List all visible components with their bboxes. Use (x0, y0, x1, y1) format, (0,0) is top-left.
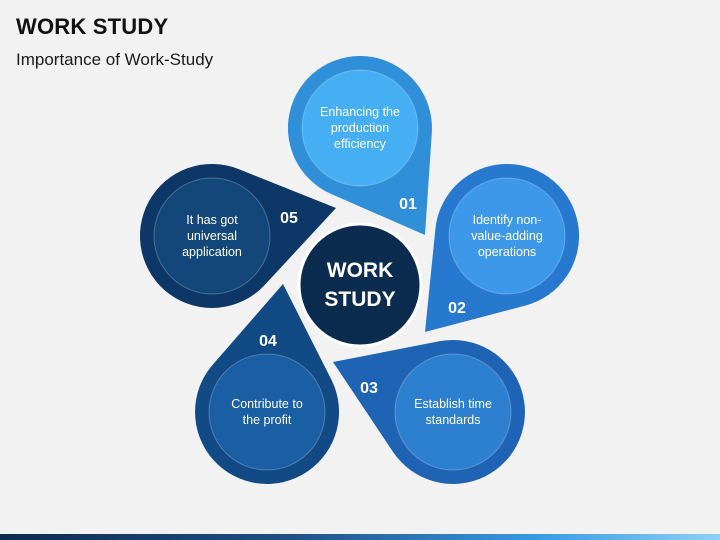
petal-1-text-line-2: production (331, 121, 389, 135)
petal-1-text-line-3: efficiency (334, 137, 387, 151)
petal-1-inner-circle (301, 69, 419, 187)
petal-4-text-line-1: Contribute to (231, 397, 303, 411)
petal-5-text-line-2: universal (187, 229, 237, 243)
center-circle (297, 222, 423, 348)
petal-2-text-line-1: Identify non- (473, 213, 542, 227)
petal-5-inner-circle (153, 177, 271, 295)
petal-3-number: 03 (360, 380, 378, 397)
petal-2: 02 Identify non-value-adding operations (425, 163, 580, 332)
page-title: WORK STUDY (16, 14, 169, 39)
petal-5-text-line-1: It has got (186, 213, 238, 227)
petal-2-number: 02 (448, 300, 466, 317)
petal-1: 01 Enhancing the production efficiency (287, 55, 432, 236)
petal-5-number: 05 (280, 210, 298, 227)
petal-3-text-line-1: Establish time (414, 397, 492, 411)
petal-4-text-line-2: the profit (243, 413, 292, 427)
petals-layer: 01 Enhancing the production efficiency 02 Ide… (139, 55, 580, 484)
petal-1-number: 01 (399, 196, 417, 213)
petal-1-text-line-1: Enhancing the (320, 105, 400, 119)
petal-2-text-line-2: value-adding (471, 229, 543, 243)
page-subtitle: Importance of Work-Study (16, 50, 214, 69)
center-hub: WORK STUDY (297, 222, 423, 348)
petal-5-text-line-3: application (182, 245, 242, 259)
petal-5: 05 It has got universal application (139, 163, 336, 308)
petal-2-inner-circle (448, 177, 566, 295)
petal-4-number: 04 (259, 333, 277, 350)
petal-3-inner-circle (394, 353, 512, 471)
center-label-line-2: STUDY (324, 288, 395, 311)
petal-3-text-line-2: standards (426, 413, 481, 427)
center-label-line-1: WORK (327, 259, 394, 282)
petal-2-text-line-3: operations (478, 245, 536, 259)
footer-bar (0, 534, 720, 540)
petal-4-inner-circle (208, 353, 326, 471)
